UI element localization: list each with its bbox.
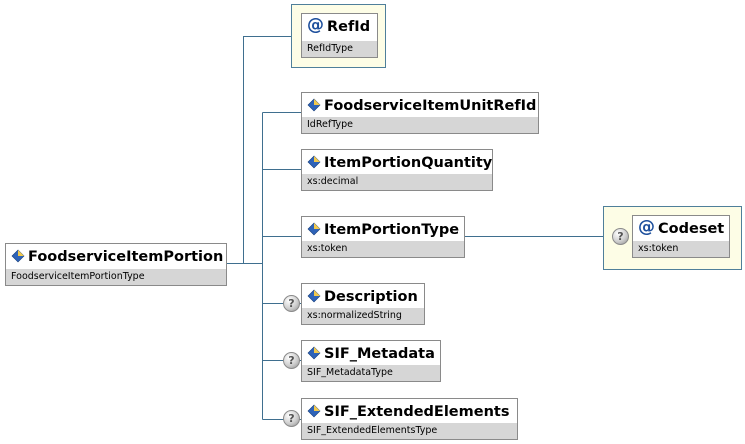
optional-question-icon: ?: [283, 295, 300, 312]
element-icon: [307, 404, 321, 417]
element-name: ItemPortionType: [324, 222, 460, 238]
element-name: Description: [324, 289, 418, 305]
element-type: SIF_MetadataType: [302, 365, 440, 381]
connector-root-attributes: [226, 36, 292, 264]
attribute-type: RefIdType: [302, 41, 377, 57]
root-element[interactable]: FoodserviceItemPortion FoodserviceItemPo…: [5, 243, 227, 286]
element-itemportiontype[interactable]: ItemPortionType xs:token: [301, 216, 465, 258]
element-icon: [11, 249, 25, 262]
element-icon: [307, 222, 321, 235]
element-name: SIF_ExtendedElements: [324, 404, 510, 420]
element-type: xs:normalizedString: [302, 308, 424, 324]
element-sif-metadata[interactable]: SIF_Metadata SIF_MetadataType: [301, 340, 441, 382]
optional-question-icon: ?: [612, 228, 629, 245]
element-sif-extendedelements[interactable]: SIF_ExtendedElements SIF_ExtendedElement…: [301, 398, 518, 440]
root-element-name: FoodserviceItemPortion: [28, 249, 224, 265]
attribute-icon: @: [307, 15, 324, 35]
attribute-name: RefId: [327, 19, 371, 35]
element-type: xs:token: [302, 241, 464, 257]
element-name: FoodserviceItemUnitRefId: [324, 98, 537, 114]
element-type: SIF_ExtendedElementsType: [302, 423, 517, 439]
element-icon: [307, 289, 321, 302]
element-icon: [307, 98, 321, 111]
element-itemportionquantity[interactable]: ItemPortionQuantity xs:decimal: [301, 149, 493, 191]
attribute-codeset[interactable]: @Codeset xs:token: [632, 215, 730, 258]
element-type: IdRefType: [302, 117, 538, 133]
element-icon: [307, 346, 321, 359]
element-name: SIF_Metadata: [324, 346, 435, 362]
element-type: xs:decimal: [302, 174, 492, 190]
attribute-name: Codeset: [658, 221, 725, 237]
element-icon: [307, 155, 321, 168]
attribute-icon: @: [638, 217, 655, 237]
attribute-refid[interactable]: @RefId RefIdType: [301, 13, 378, 58]
element-description[interactable]: Description xs:normalizedString: [301, 283, 425, 325]
optional-question-icon: ?: [283, 352, 300, 369]
root-element-type: FoodserviceItemPortionType: [6, 269, 226, 285]
optional-question-icon: ?: [283, 410, 300, 427]
element-name: ItemPortionQuantity: [324, 155, 492, 171]
element-foodserviceitemunitrefid[interactable]: FoodserviceItemUnitRefId IdRefType: [301, 92, 539, 134]
attribute-type: xs:token: [633, 241, 729, 257]
